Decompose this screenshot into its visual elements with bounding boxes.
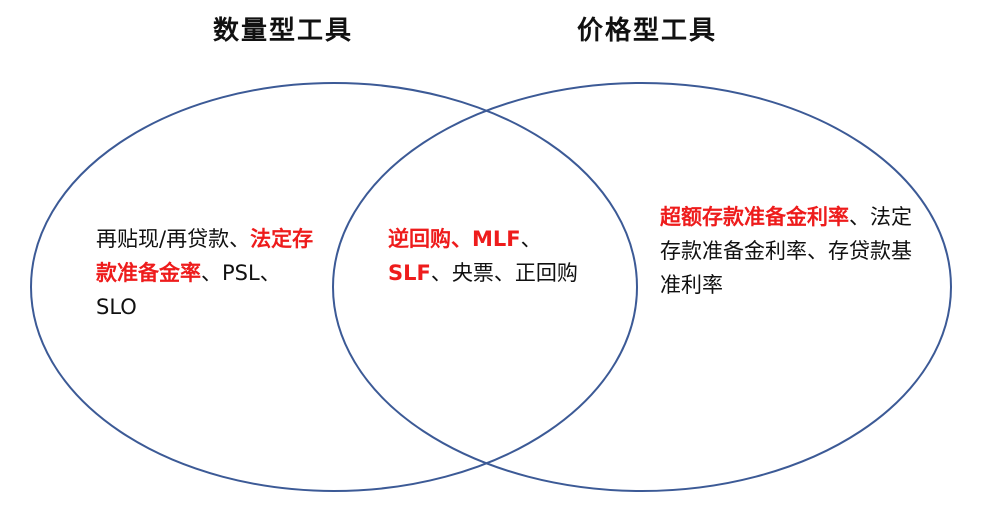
reverse-repo-mlf-highlight: 逆回购、MLF xyxy=(388,227,521,251)
overlap-region-text: 逆回购、MLF、 SLF、央票、正回购 xyxy=(388,222,603,290)
quantity-only-region-text: 再贴现/再贷款、法定存款准备金率、PSL、SLO xyxy=(96,222,321,324)
price-only-region-text: 超额存款准备金利率、法定存款准备金利率、存贷款基准利率 xyxy=(660,200,930,302)
separator-text: 、 xyxy=(520,227,542,251)
price-tools-title: 价格型工具 xyxy=(577,16,718,46)
required-reserve-rate-benchmark-text: 、法定存款准备金利率、存贷款基准利率 xyxy=(660,205,912,297)
required-reserve-ratio-highlight: 法定存款准备金率 xyxy=(96,227,314,285)
excess-reserve-rate-highlight: 超额存款准备金利率 xyxy=(660,205,849,229)
rediscount-relending-text: 再贴现/再贷款、 xyxy=(96,227,251,251)
price-tools-ellipse xyxy=(332,82,952,492)
quantity-tools-title: 数量型工具 xyxy=(213,16,354,46)
central-bank-bills-repo-text: 、央票、正回购 xyxy=(430,261,578,285)
psl-slo-text: 、PSL、SLO xyxy=(96,261,281,319)
slf-highlight: SLF xyxy=(388,261,431,285)
quantity-tools-ellipse xyxy=(30,82,638,492)
